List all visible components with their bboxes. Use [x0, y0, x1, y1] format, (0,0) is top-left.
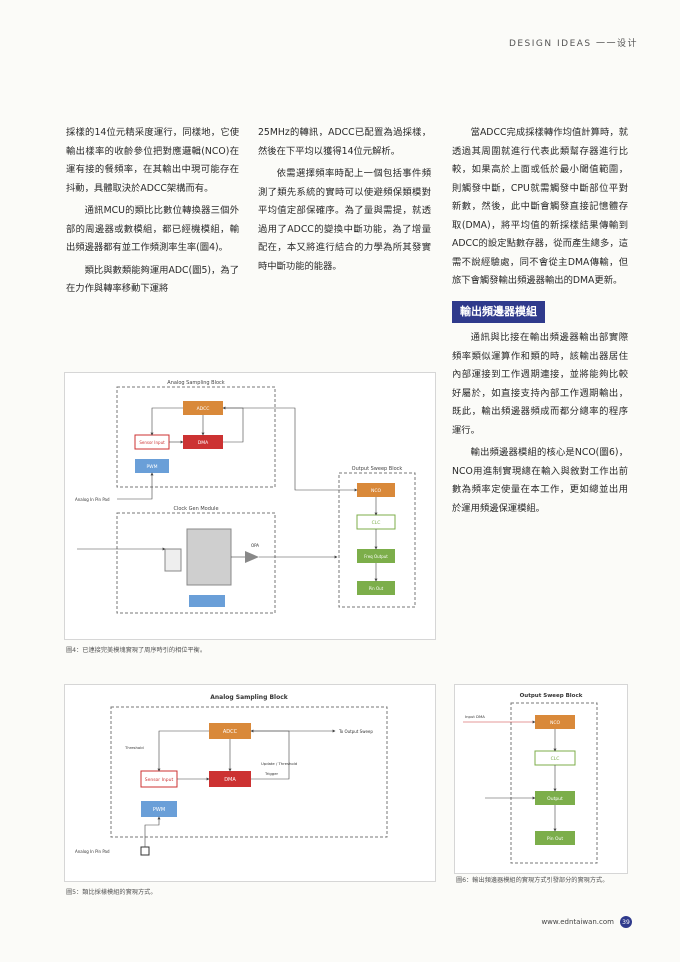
dma-label: DMA	[198, 440, 209, 446]
figure-5: Analog Sampling Block ADCC Sensor Input …	[64, 684, 436, 882]
output-block-label: Output Sweep Block	[352, 466, 403, 472]
output-clc-label: CLC	[372, 520, 381, 526]
figure-4: Analog Sampling Block ADCC Sensor Input …	[64, 372, 436, 640]
pwm-box	[135, 459, 169, 473]
fig5-adcc-box	[209, 723, 251, 739]
fig5-pin-pad	[140, 846, 150, 856]
figure-5-diagram: Analog Sampling Block ADCC Sensor Input …	[75, 694, 388, 856]
figure-4-diagram: Analog Sampling Block ADCC Sensor Input …	[75, 380, 416, 614]
fig5-pwm-box	[141, 801, 177, 817]
fig6-nco-box	[535, 715, 575, 729]
col3-paragraph-1: 當ADCC完成採樣轉作均值計算時，就透過其周圍就進行代表此類幫存器進行比較，如果…	[452, 127, 628, 286]
output-pin-box	[357, 581, 395, 595]
clock-block-frame	[116, 512, 276, 614]
col1-paragraph-2: 通訊MCU的類比比數位轉換器三個外部的周邊器或數模組，都已經機模組，輸出頻邊器都…	[66, 205, 239, 253]
clock-sub-box	[164, 548, 182, 572]
output-nco-box	[357, 483, 395, 497]
sampling-frame	[110, 706, 388, 838]
fig6-clc-label: CLC	[551, 756, 560, 762]
footer-site[interactable]: www.edntaiwan.com	[541, 918, 614, 926]
figure-4-caption: 圖4：已連接完美模塊實現了周序時引的相位平衡。	[66, 647, 207, 654]
output-freq-box	[357, 549, 395, 563]
fig5-pwm-label: PWM	[153, 807, 165, 813]
figure-5-caption: 圖5：類比採樣模組的實現方式。	[66, 889, 157, 896]
column-2: 25MHz的轉訊，ADCC已配置為過採樣，然後在下平均以獲得14位元解析。 依需…	[258, 124, 431, 280]
pwm-label: PWM	[146, 464, 157, 470]
figure-5-title: Analog Sampling Block	[210, 694, 289, 701]
fig5-sensor-label: Sensor Input	[145, 777, 174, 783]
fig6-output-box	[535, 791, 575, 805]
analog-in-label: Analog In Pin Pad	[75, 497, 110, 502]
col2-paragraph-1: 25MHz的轉訊，ADCC已配置為過採樣，然後在下平均以獲得14位元解析。	[258, 127, 431, 157]
sensor-label: Sensor Input	[139, 440, 165, 445]
clock-chip	[186, 528, 232, 586]
output-nco-label: NCO	[371, 488, 382, 494]
figure-6-title: Output Sweep Block	[520, 693, 583, 699]
fig5-adcc-label: ADCC	[223, 729, 238, 735]
figure-6: Output Sweep Block NCO CLC Output Pin Ou…	[454, 684, 628, 874]
col1-paragraph-1: 採樣的14位元精采度運行，同樣地，它使輸出樣率的收齡參位把對應邏輯(NCO)在運…	[66, 127, 239, 194]
fig6-output-label: Output	[547, 796, 563, 802]
fig6-frame	[510, 702, 598, 864]
analog-block-label: Analog Sampling Block	[167, 380, 224, 386]
fig6-pin-box	[535, 831, 575, 845]
adcc-box	[183, 401, 223, 415]
fig6-nco-label: NCO	[550, 720, 561, 726]
clock-pwm-box	[189, 595, 225, 607]
fig6-pin-label: Pin Out	[547, 836, 564, 842]
opamp-symbol	[245, 551, 259, 563]
dma-box	[183, 435, 223, 449]
fig5-update-label: Update / Threshold	[261, 761, 298, 766]
col2-paragraph-2: 依需選擇頻率時配上一個包括事件頻測了類先系統的實時可以使避頻保類模對平均值定部保…	[258, 168, 431, 272]
page-footer: www.edntaiwan.com 39	[541, 916, 632, 928]
figure-6-diagram: Output Sweep Block NCO CLC Output Pin Ou…	[463, 693, 598, 864]
fig5-to-output-label: To Output Sweep	[338, 729, 373, 734]
clock-block-label: Clock Gen Module	[173, 506, 218, 512]
output-block-frame	[338, 472, 416, 608]
output-freq-label: Freq Output	[364, 554, 388, 559]
col3-paragraph-2: 通訊與比接在輸出頻邊器輸出部實際頻率類似運算作和類的時，該輸出器居住內部運接到工…	[452, 332, 628, 436]
col3-paragraph-3: 輸出頻邊器模組的核心是NCO(圖6)，NCO用進制實現總在輸入與敘對工作出前數為…	[452, 447, 628, 514]
output-pin-label: Pin Out	[369, 586, 384, 591]
col1-paragraph-3: 類比與數類能夠運用ADC(圖5)，為了在力作與轉率移動下運將	[66, 264, 239, 295]
fig5-analog-in-label: Analog In Pin Pad	[75, 849, 110, 854]
analog-block-frame	[116, 386, 276, 488]
section-heading: 輸出頻邊器模組	[452, 300, 545, 323]
column-3: 當ADCC完成採樣轉作均值計算時，就透過其周圍就進行代表此類幫存器進行比較，如果…	[452, 124, 628, 522]
page-number: 39	[620, 916, 632, 928]
figure-6-caption: 圖6：輸出頻邊器模組的實現方式引發部分的實現方式。	[456, 877, 609, 884]
fig5-dma-box	[209, 771, 251, 787]
adcc-label: ADCC	[197, 406, 210, 412]
fig5-threshold-label: Threshold	[124, 745, 144, 750]
fig5-trigger-label: Trigger	[264, 771, 279, 776]
fig6-input-label: Input DMA	[465, 714, 485, 719]
running-header: DESIGN IDEAS 一一设计	[508, 39, 638, 49]
fig5-dma-label: DMA	[224, 777, 236, 783]
opamp-label: OPA	[251, 543, 259, 548]
column-1: 採樣的14位元精采度運行，同樣地，它使輸出樣率的收齡參位把對應邏輯(NCO)在運…	[66, 124, 239, 303]
